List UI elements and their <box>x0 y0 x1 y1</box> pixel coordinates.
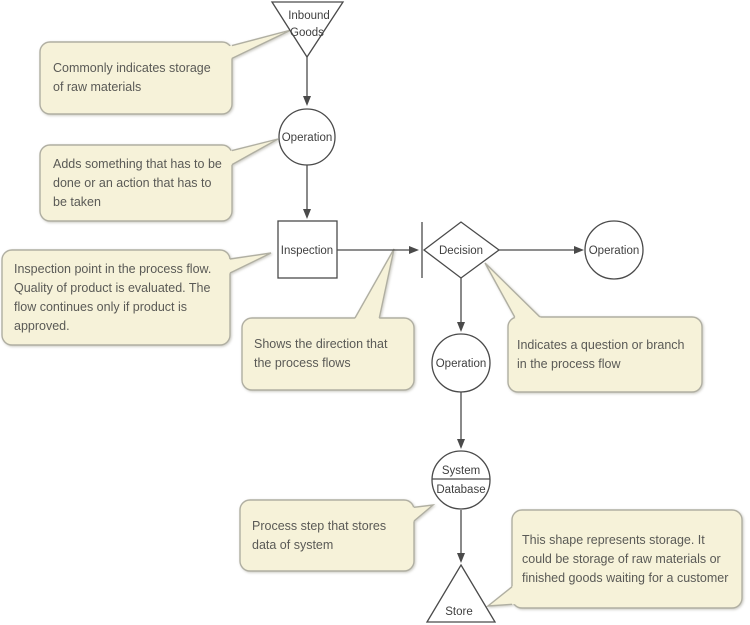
callout-inspection-balloon <box>1 249 272 346</box>
circle-shape <box>584 220 644 280</box>
callout-system-database-text: Process step that stores data of system <box>252 518 387 552</box>
inbound-goods-label-line2: Goods <box>290 27 324 39</box>
callout-raw-materials-text: Commonly indicates storage of raw materi… <box>53 61 211 94</box>
triangle-shape <box>425 563 497 623</box>
arrowhead-down-icon <box>303 96 311 106</box>
callout-box <box>241 317 415 391</box>
operation-top-node: Operation <box>278 108 336 166</box>
store-node: Store <box>425 563 497 623</box>
inbound-goods-label-line1: Inbound <box>288 10 330 22</box>
system-database-node: System Database <box>431 450 491 510</box>
diamond-shape <box>422 221 501 279</box>
system-database-label-line1: System <box>442 465 480 477</box>
arrowhead-right-icon <box>409 246 419 254</box>
callout-box <box>239 499 415 572</box>
callout-flow-direction-text: Shows the direction that the process flo… <box>254 337 388 370</box>
inbound-goods-node: Inbound Goods <box>270 1 345 59</box>
callout-tail-outline <box>484 262 541 318</box>
callout-flow-direction-balloon <box>241 248 415 391</box>
arrowhead-right-icon <box>574 246 584 254</box>
callout-tail-outline <box>354 248 395 319</box>
arrowhead-down-icon <box>457 439 465 449</box>
callout-decision-balloon <box>484 262 703 393</box>
decision-node: Decision <box>422 221 501 279</box>
callout-box <box>511 509 743 609</box>
callout-raw-materials-balloon <box>39 29 292 115</box>
callout-tail-outline <box>231 138 279 166</box>
callout-tail <box>488 582 544 606</box>
square-shape <box>277 220 338 279</box>
arrowhead-down-icon <box>457 553 465 563</box>
callout-tail-outline <box>229 252 272 274</box>
callout-box <box>39 41 233 115</box>
callout-operation-text: Adds something that has to be done or an… <box>53 156 222 209</box>
operation-middle-node: Operation <box>431 333 491 393</box>
callout-operation-balloon <box>39 138 279 222</box>
inspection-node: Inspection <box>277 220 338 279</box>
connectors <box>303 57 584 563</box>
operation-right-label: Operation <box>589 245 640 257</box>
callout-box <box>39 144 233 222</box>
callout-box <box>507 316 703 393</box>
callout-tail-outline <box>485 586 513 607</box>
callout-store-balloon <box>485 509 743 609</box>
operation-right-node: Operation <box>584 220 644 280</box>
callout-decision-text: Indicates a question or branch in the pr… <box>517 337 685 371</box>
callout-store-text: This shape represents storage. It could … <box>522 532 729 585</box>
decision-label: Decision <box>439 245 483 257</box>
operation-top-label: Operation <box>282 132 333 144</box>
store-label: Store <box>445 606 473 618</box>
inspection-label: Inspection <box>281 245 333 257</box>
callout-box <box>1 249 231 346</box>
callout-system-database-balloon <box>239 499 436 572</box>
inverted-triangle-shape <box>270 1 345 59</box>
arrowhead-down-icon <box>303 209 311 219</box>
circle-shape <box>431 450 491 510</box>
circle-shape <box>431 333 491 393</box>
callout-tail-outline <box>413 504 436 522</box>
arrowhead-down-icon <box>457 322 465 332</box>
system-database-label-line2: Database <box>436 484 485 496</box>
circle-shape <box>278 108 336 166</box>
operation-middle-label: Operation <box>436 358 487 370</box>
callout-inspection-text: Inspection point in the process flow. Qu… <box>14 261 212 333</box>
